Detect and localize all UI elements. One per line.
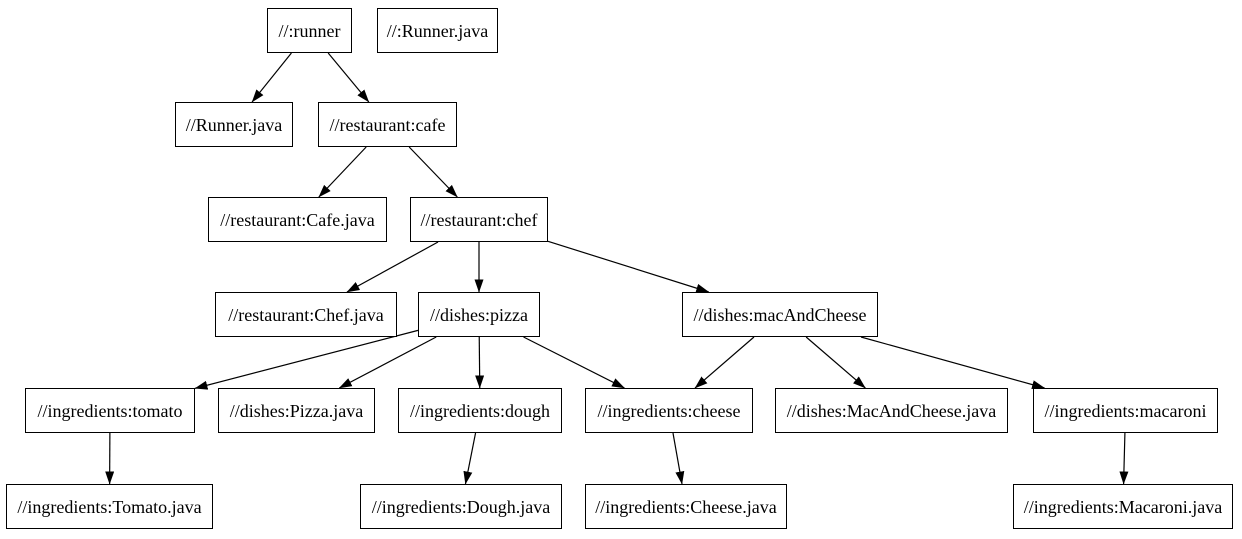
edge-pizza-to-tomato <box>194 329 419 390</box>
edge-pizza-to-dough <box>475 336 485 389</box>
graph-node-runner: //:runner <box>267 8 352 53</box>
edge-runner-to-cafe <box>327 52 370 103</box>
edge-chef-to-chef-java <box>346 241 439 293</box>
graph-node-cafe-java: //restaurant:Cafe.java <box>208 197 387 242</box>
edge-runner-to-runner-java-file <box>251 52 292 103</box>
graph-node-macaroni: //ingredients:macaroni <box>1033 388 1218 433</box>
edge-dough-to-dough-java <box>463 432 477 485</box>
graph-node-mac-and-cheese: //dishes:macAndCheese <box>682 292 878 337</box>
graph-node-pizza-java: //dishes:Pizza.java <box>218 388 375 433</box>
graph-node-runner-java-file: //Runner.java <box>175 102 293 147</box>
graph-node-dough-java: //ingredients:Dough.java <box>360 484 562 529</box>
edge-mac-and-cheese-to-cheese <box>694 336 755 389</box>
edge-mac-and-cheese-to-mac-and-cheese-java <box>805 336 866 389</box>
graph-node-pizza: //dishes:pizza <box>418 292 540 337</box>
graph-node-chef: //restaurant:chef <box>410 197 548 242</box>
graph-node-mac-and-cheese-java: //dishes:MacAndCheese.java <box>775 388 1008 433</box>
edge-chef-to-mac-and-cheese <box>547 240 710 293</box>
graph-node-cafe: //restaurant:cafe <box>318 102 457 147</box>
edge-macaroni-to-macaroni-java <box>1119 432 1129 485</box>
graph-node-tomato: //ingredients:tomato <box>25 388 195 433</box>
edge-mac-and-cheese-to-macaroni <box>860 336 1046 389</box>
edge-cafe-to-chef <box>408 146 458 198</box>
graph-node-chef-java: //restaurant:Chef.java <box>215 292 397 337</box>
graph-node-dough: //ingredients:dough <box>398 388 562 433</box>
edge-pizza-to-cheese <box>523 336 625 389</box>
edge-cafe-to-cafe-java <box>318 146 367 198</box>
graph-node-macaroni-java: //ingredients:Macaroni.java <box>1013 484 1233 529</box>
edge-pizza-to-pizza-java <box>338 336 437 389</box>
graph-node-tomato-java: //ingredients:Tomato.java <box>6 484 213 529</box>
graph-node-cheese-java: //ingredients:Cheese.java <box>585 484 787 529</box>
graph-node-cheese: //ingredients:cheese <box>585 388 753 433</box>
graph-node-runner-java-label: //:Runner.java <box>377 8 498 53</box>
edge-cheese-to-cheese-java <box>672 432 685 485</box>
